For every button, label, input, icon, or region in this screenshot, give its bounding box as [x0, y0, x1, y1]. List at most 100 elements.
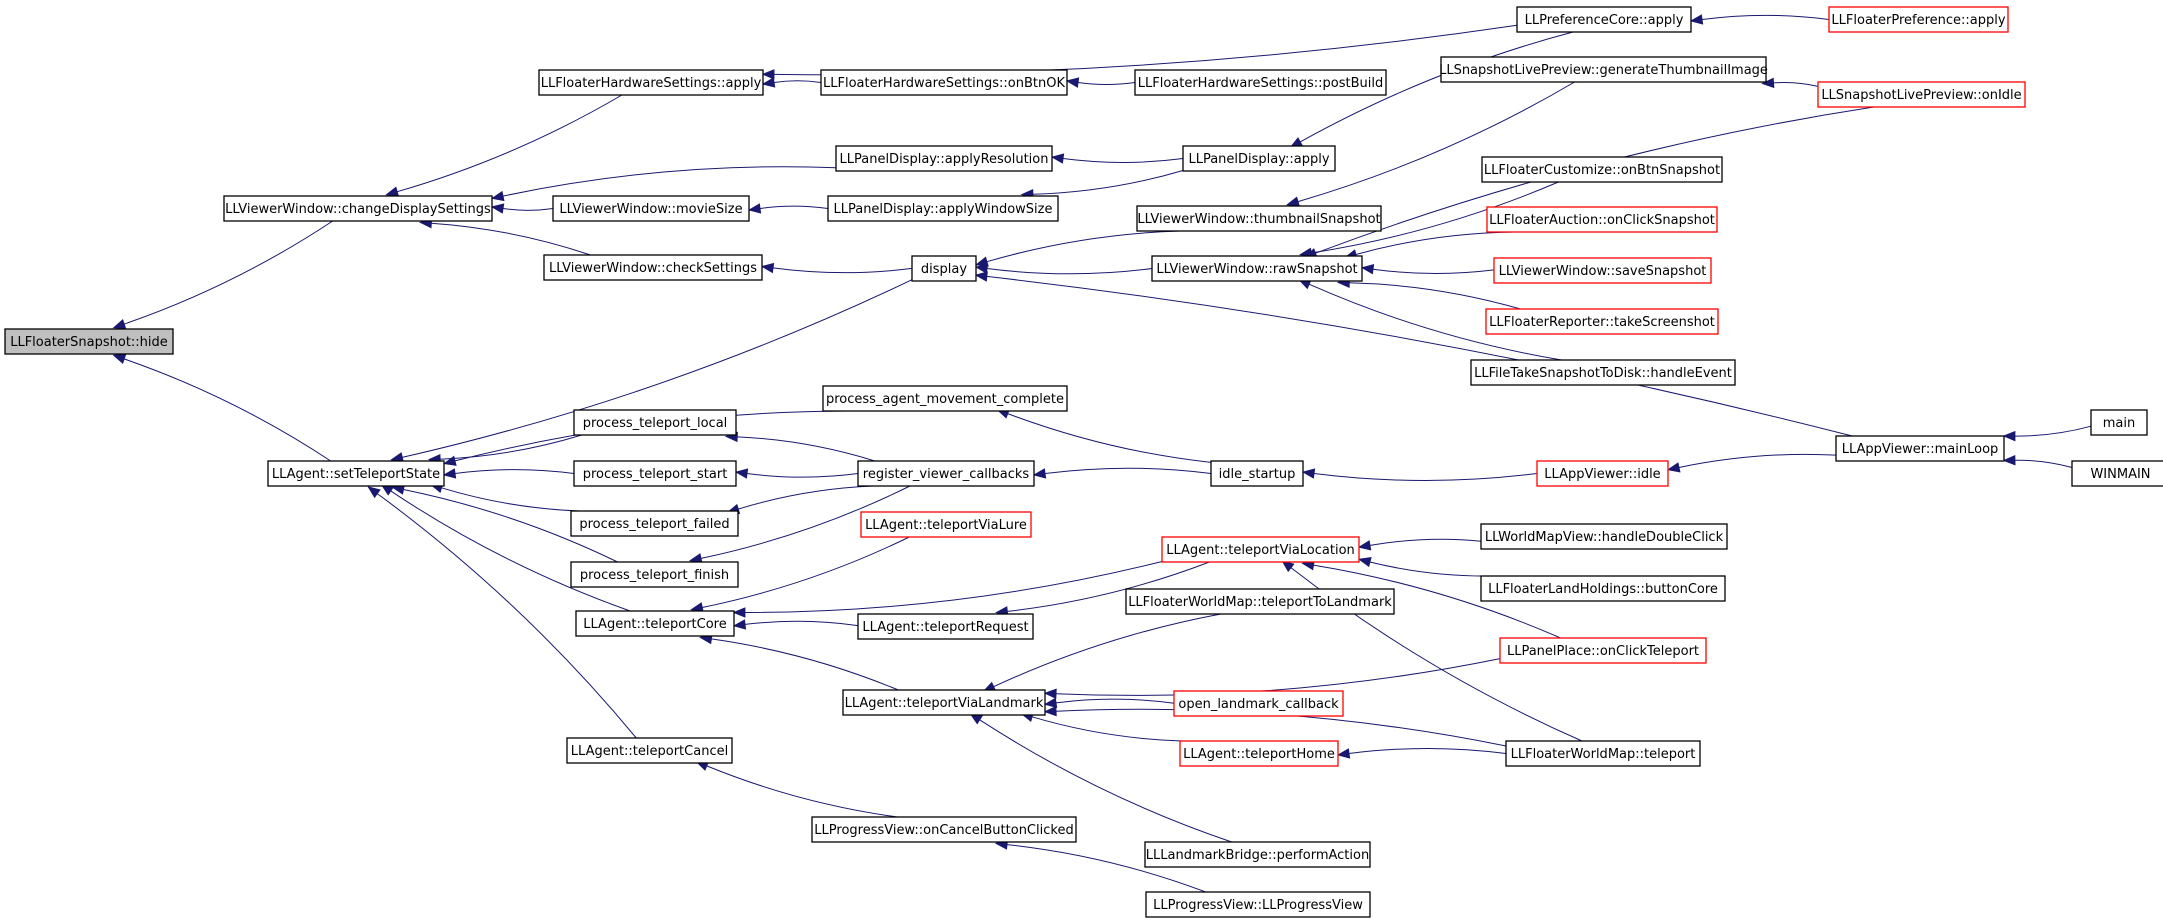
- node-label: LLFloaterLandHoldings::buttonCore: [1488, 582, 1718, 597]
- node-box: [1485, 308, 1719, 335]
- node-progress-view[interactable]: LLProgressView::LLProgressView: [1145, 891, 1371, 918]
- node-land-holdings-btn[interactable]: LLFloaterLandHoldings::buttonCore: [1480, 575, 1726, 602]
- node-landmark-bridge[interactable]: LLLandmarkBridge::performAction: [1144, 841, 1371, 868]
- node-main-loop[interactable]: LLAppViewer::mainLoop: [1835, 435, 2005, 462]
- node-tp-finish[interactable]: process_teleport_finish: [570, 561, 739, 588]
- node-label: LLSnapshotLivePreview::onIdle: [1821, 88, 2021, 103]
- node-tp-core[interactable]: LLAgent::teleportCore: [575, 610, 735, 637]
- edge-onIdle-to-genThumb: [1773, 82, 1819, 87]
- node-box: [552, 195, 750, 222]
- node-display[interactable]: display: [911, 255, 977, 282]
- node-pref-core-apply[interactable]: LLPreferenceCore::apply: [1516, 6, 1692, 33]
- edge-tpViaLure-to-tpCore: [702, 536, 910, 608]
- node-tp-failed[interactable]: process_teleport_failed: [570, 510, 739, 537]
- arrowhead: [1032, 468, 1047, 479]
- node-box: [223, 195, 493, 222]
- node-file-take-snapshot[interactable]: LLFileTakeSnapshotToDisk::handleEvent: [1470, 359, 1736, 386]
- edge-panelDisplayApply-to-applyResolution: [1062, 158, 1184, 163]
- node-label: LLAgent::teleportRequest: [862, 620, 1028, 635]
- node-movie-size[interactable]: LLViewerWindow::movieSize: [552, 195, 750, 222]
- edge-takeScreenshot-to-rawSnapshot: [1349, 282, 1521, 310]
- node-hide[interactable]: LLFloaterSnapshot::hide: [4, 328, 174, 355]
- node-tp-home[interactable]: LLAgent::teleportHome: [1179, 740, 1339, 767]
- edge-regCallbacks-to-tpStart: [746, 473, 859, 478]
- edge-display-to-checkSettings: [772, 267, 913, 274]
- node-panel-place-on-click[interactable]: LLPanelPlace::onClickTeleport: [1499, 637, 1707, 664]
- edge-tpViaLocation-to-tpRequest: [1007, 561, 1210, 612]
- node-label: process_teleport_failed: [579, 517, 729, 532]
- node-box: [1499, 637, 1707, 664]
- node-hw-apply[interactable]: LLFloaterHardwareSettings::apply: [538, 69, 764, 96]
- arrowhead: [1050, 153, 1065, 164]
- arrowhead: [112, 354, 127, 364]
- node-label: WINMAIN: [2090, 467, 2150, 482]
- node-wm-teleport[interactable]: LLFloaterWorldMap::teleport: [1505, 740, 1701, 767]
- arrowhead: [1301, 468, 1316, 479]
- node-floater-pref-apply[interactable]: LLFloaterPreference::apply: [1828, 6, 2009, 33]
- edge-custOnBtnSnapshot-to-rawSnapshot: [1311, 181, 1559, 254]
- node-set-teleport-state[interactable]: LLAgent::setTeleportState: [267, 460, 445, 487]
- edge-winmain-to-mainLoop: [2014, 459, 2073, 468]
- node-on-idle[interactable]: LLSnapshotLivePreview::onIdle: [1817, 81, 2026, 108]
- node-box: [2090, 409, 2148, 436]
- node-winmain[interactable]: WINMAIN: [2071, 460, 2163, 487]
- node-tp-via-lure[interactable]: LLAgent::teleportViaLure: [860, 511, 1032, 538]
- edge-tpCancel-to-setTeleportState: [376, 493, 637, 739]
- node-app-idle[interactable]: LLAppViewer::idle: [1536, 460, 1669, 487]
- node-raw-snapshot[interactable]: LLViewerWindow::rawSnapshot: [1151, 255, 1363, 282]
- arrowhead: [747, 203, 762, 214]
- node-save-snapshot[interactable]: LLViewerWindow::saveSnapshot: [1493, 257, 1712, 284]
- edge-progressCancel-to-tpCancel: [706, 765, 898, 818]
- node-tp-local[interactable]: process_teleport_local: [573, 409, 737, 436]
- node-idle-startup[interactable]: idle_startup: [1210, 460, 1304, 487]
- node-change-display[interactable]: LLViewerWindow::changeDisplaySettings: [223, 195, 493, 222]
- node-wm-tp-to-landmark[interactable]: LLFloaterWorldMap::teleportToLandmark: [1125, 588, 1395, 615]
- node-box: [570, 510, 739, 537]
- node-label: LLWorldMapView::handleDoubleClick: [1485, 530, 1724, 545]
- node-label: LLViewerWindow::movieSize: [559, 202, 742, 217]
- node-cust-on-btn-snapshot[interactable]: LLFloaterCustomize::onBtnSnapshot: [1481, 156, 1723, 183]
- node-hw-post-build[interactable]: LLFloaterHardwareSettings::postBuild: [1134, 69, 1387, 96]
- edge-hwPostBuild-to-hwOnBtnOK: [1077, 82, 1136, 86]
- node-panel-display-apply[interactable]: LLPanelDisplay::apply: [1182, 145, 1336, 172]
- node-tp-cancel[interactable]: LLAgent::teleportCancel: [566, 737, 733, 764]
- node-label: process_teleport_start: [583, 467, 728, 482]
- node-wm-handle-dbl-click[interactable]: LLWorldMapView::handleDoubleClick: [1480, 523, 1728, 550]
- node-agent-move-complete[interactable]: process_agent_movement_complete: [822, 385, 1068, 412]
- edge-applyResolution-to-changeDisplay: [502, 166, 837, 197]
- arrowhead: [385, 186, 400, 197]
- node-open-landmark-cb[interactable]: open_landmark_callback: [1173, 690, 1344, 717]
- node-thumb-snapshot[interactable]: LLViewerWindow::thumbnailSnapshot: [1136, 205, 1382, 232]
- node-label: LLFloaterAuction::onClickSnapshot: [1489, 213, 1715, 228]
- node-hw-on-btn-ok[interactable]: LLFloaterHardwareSettings::onBtnOK: [820, 69, 1068, 96]
- node-box: [1536, 460, 1669, 487]
- arrowhead: [974, 263, 989, 274]
- node-tp-via-location[interactable]: LLAgent::teleportViaLocation: [1161, 536, 1360, 563]
- node-tp-via-landmark[interactable]: LLAgent::teleportViaLandmark: [842, 689, 1046, 716]
- node-apply-window-size[interactable]: LLPanelDisplay::applyWindowSize: [827, 195, 1059, 222]
- node-label: LLFloaterCustomize::onBtnSnapshot: [1484, 163, 1720, 178]
- edge-display-to-setTeleportState: [402, 279, 913, 458]
- edge-fileTakeSnapshot-to-rawSnapshot: [1308, 283, 1562, 361]
- edge-mainLoop-to-appIdle: [1678, 453, 1837, 468]
- node-tp-start[interactable]: process_teleport_start: [573, 460, 737, 487]
- node-label: LLFloaterSnapshot::hide: [10, 335, 168, 350]
- node-auction-on-click[interactable]: LLFloaterAuction::onClickSnapshot: [1486, 206, 1718, 233]
- arrowhead: [761, 69, 775, 80]
- node-label: LLPreferenceCore::apply: [1525, 13, 1684, 28]
- arrowhead: [2002, 430, 2016, 442]
- node-tp-request[interactable]: LLAgent::teleportRequest: [857, 613, 1034, 640]
- node-gen-thumb[interactable]: LLSnapshotLivePreview::generateThumbnail…: [1439, 56, 1768, 83]
- arrowhead: [1666, 462, 1681, 473]
- edge-appIdle-to-idleStartup: [1313, 473, 1538, 481]
- node-label: LLViewerWindow::thumbnailSnapshot: [1137, 212, 1380, 227]
- node-main[interactable]: main: [2090, 409, 2148, 436]
- node-apply-resolution[interactable]: LLPanelDisplay::applyResolution: [835, 145, 1053, 172]
- node-label: process_agent_movement_complete: [826, 392, 1064, 407]
- node-reg-callbacks[interactable]: register_viewer_callbacks: [857, 460, 1035, 487]
- node-label: LLPanelDisplay::applyResolution: [840, 152, 1049, 167]
- node-check-settings[interactable]: LLViewerWindow::checkSettings: [543, 254, 763, 281]
- node-box: [1828, 6, 2009, 33]
- node-take-screenshot[interactable]: LLFloaterReporter::takeScreenshot: [1485, 308, 1719, 335]
- node-progress-cancel[interactable]: LLProgressView::onCancelButtonClicked: [811, 816, 1077, 843]
